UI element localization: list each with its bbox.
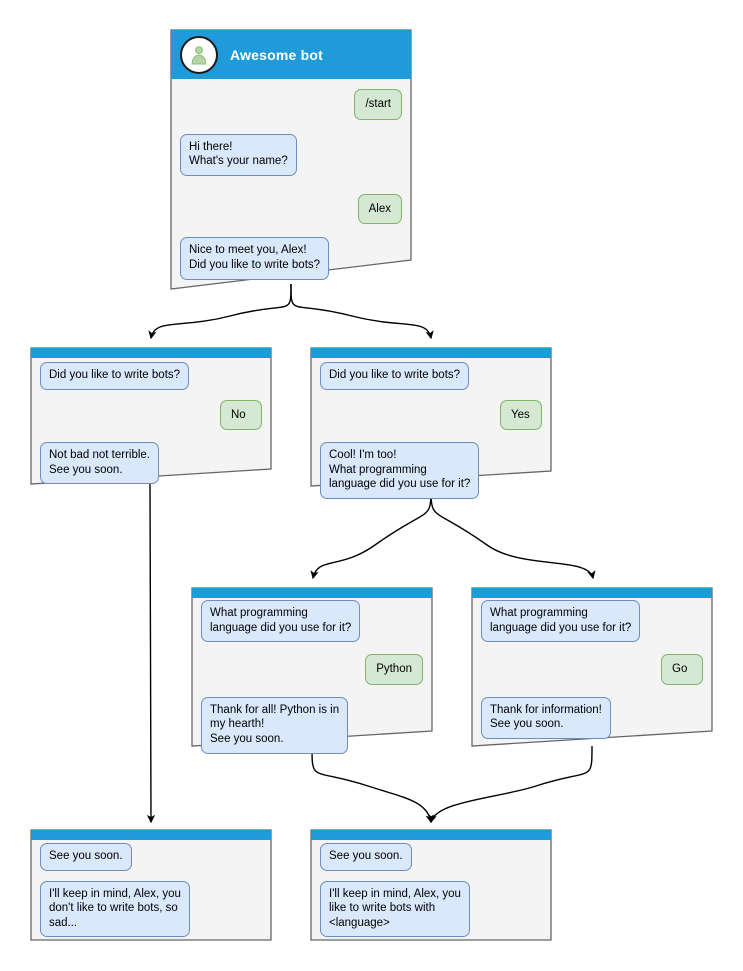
edge-no-to-end-sad [146,483,156,824]
message-row: See you soon. [320,843,542,871]
bot-message-bubble[interactable]: Did you like to write bots? [40,362,190,390]
node-yes-branch[interactable]: Did you like to write bots? Yes Cool! I'… [310,347,552,499]
node-python-branch[interactable]: What programming language did you use fo… [191,587,433,754]
user-message-bubble[interactable]: Alex [357,193,402,225]
node-header-bar [472,588,712,598]
message-row: Go [481,654,703,685]
node-root-header: Awesome bot [171,30,411,79]
user-message-bubble[interactable]: /start [354,89,402,120]
edge-go-to-end-happy [428,745,593,824]
message-row: Cool! I'm too! What programming language… [320,442,542,499]
message-row: No [40,399,262,431]
node-python-branch-messages: What programming language did you use fo… [191,600,433,754]
person-avatar-icon [180,35,218,74]
message-row: I'll keep in mind, Alex, you like to wri… [320,880,542,938]
node-header-bar [31,348,271,358]
bot-message-bubble[interactable]: Thank for information! See you soon. [481,696,611,739]
node-header-bar [192,588,432,598]
edge-root-to-yes [290,283,434,340]
bot-message-bubble[interactable]: Nice to meet you, Alex! Did you like to … [180,237,330,280]
message-row: Thank for information! See you soon. [481,696,703,739]
bot-message-bubble[interactable]: I'll keep in mind, Alex, you don't like … [40,880,190,938]
bot-message-bubble[interactable]: Not bad not terrible. See you soon. [40,442,160,485]
bot-message-bubble[interactable]: Cool! I'm too! What programming language… [320,442,480,499]
message-row: Did you like to write bots? [40,362,262,390]
node-root[interactable]: Awesome bot /start Hi there! What's your… [170,29,412,290]
message-row: I'll keep in mind, Alex, you don't like … [40,880,262,938]
message-row: What programming language did you use fo… [201,600,423,643]
message-row: /start [180,89,402,120]
user-message-bubble[interactable]: Python [365,654,423,685]
bot-message-bubble[interactable]: Did you like to write bots? [320,362,470,390]
edge-root-to-no [148,283,292,340]
node-no-branch-messages: Did you like to write bots? No Not bad n… [30,362,272,485]
node-end-happy[interactable]: See you soon. I'll keep in mind, Alex, y… [310,829,552,941]
message-row: Did you like to write bots? [320,362,542,390]
edge-python-to-end-happy [311,745,434,824]
node-end-sad[interactable]: See you soon. I'll keep in mind, Alex, y… [30,829,272,941]
bot-name-label: Awesome bot [230,46,323,63]
bot-message-bubble[interactable]: I'll keep in mind, Alex, you like to wri… [320,880,470,938]
message-row: Not bad not terrible. See you soon. [40,442,262,485]
node-header-bar [311,830,551,840]
node-no-branch[interactable]: Did you like to write bots? No Not bad n… [30,347,272,485]
bot-message-bubble[interactable]: Hi there! What's your name? [180,133,297,176]
node-header-bar [311,348,551,358]
bot-message-bubble[interactable]: See you soon. [40,843,132,871]
bot-message-bubble[interactable]: What programming language did you use fo… [481,600,641,643]
message-row: What programming language did you use fo… [481,600,703,643]
message-row: Hi there! What's your name? [180,133,402,176]
message-row: Alex [180,193,402,225]
user-message-bubble[interactable]: Yes [500,399,542,431]
bot-message-bubble[interactable]: See you soon. [320,843,412,871]
message-row: See you soon. [40,843,262,871]
message-row: Python [201,654,423,685]
bot-message-bubble[interactable]: Thank for all! Python is in my hearth! S… [201,696,349,754]
node-go-branch[interactable]: What programming language did you use fo… [471,587,713,747]
bot-message-bubble[interactable]: What programming language did you use fo… [201,600,361,643]
message-row: Thank for all! Python is in my hearth! S… [201,696,423,754]
node-end-sad-messages: See you soon. I'll keep in mind, Alex, y… [30,843,272,938]
message-row: Nice to meet you, Alex! Did you like to … [180,237,402,280]
node-end-happy-messages: See you soon. I'll keep in mind, Alex, y… [310,843,552,938]
node-header-bar [31,830,271,840]
node-root-messages: /start Hi there! What's your name? Alex … [170,89,412,280]
user-message-bubble[interactable]: No [220,399,262,431]
message-row: Yes [320,399,542,431]
user-message-bubble[interactable]: Go [661,654,703,685]
node-go-branch-messages: What programming language did you use fo… [471,600,713,739]
node-yes-branch-messages: Did you like to write bots? Yes Cool! I'… [310,362,552,499]
